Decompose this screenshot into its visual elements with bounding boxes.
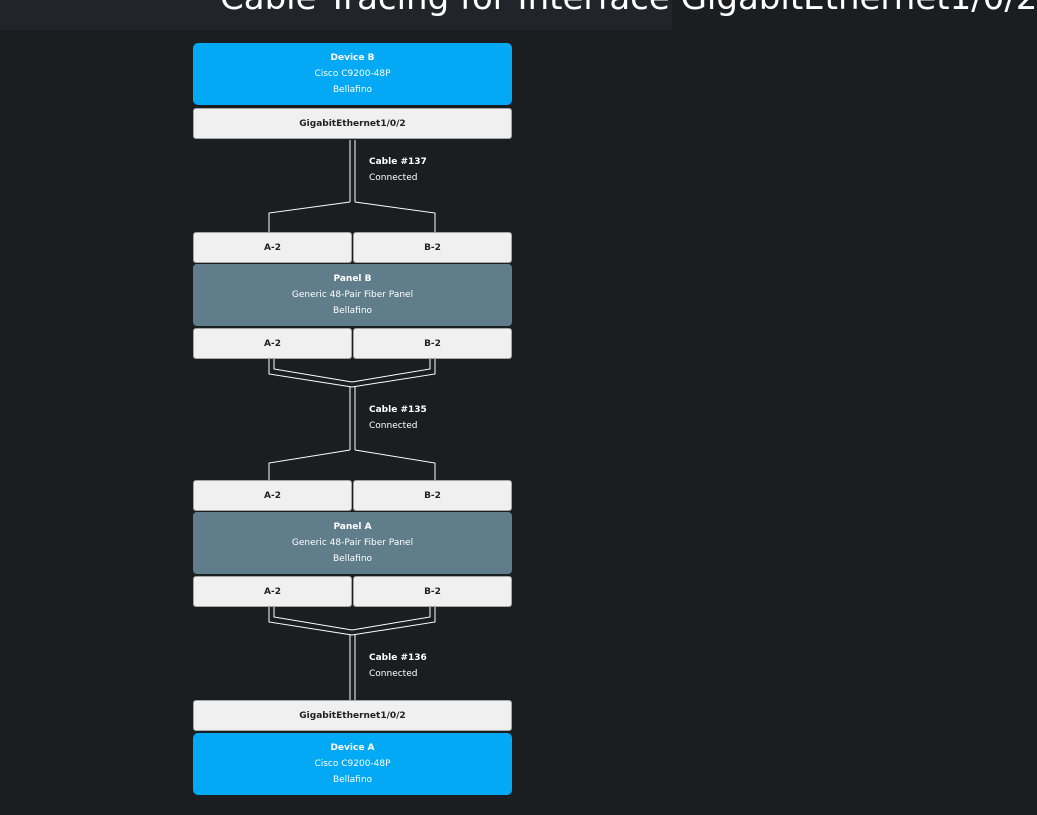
panel-a-front-port-b[interactable]: B-2 [353,480,512,511]
cable-135-label[interactable]: Cable #135 Connected [369,402,427,434]
cable-137-name[interactable]: Cable #137 [369,157,427,167]
panel-a-site[interactable]: Bellafino [332,554,373,564]
cable-136-label[interactable]: Cable #136 Connected [369,650,427,682]
panel-b-name[interactable]: Panel B [333,274,372,284]
cable-135-path[interactable] [268,387,436,480]
panel-b-site[interactable]: Bellafino [332,306,373,316]
panel-b-rear-fan [268,358,436,388]
cable-135-status: Connected [369,421,418,431]
page-header: Cable Tracing for Interface GigabitEther… [0,0,1037,30]
device-a-node[interactable]: Device A Cisco C9200-48P Bellafino [193,733,512,795]
panel-b-front-port-b[interactable]: B-2 [353,232,512,263]
panel-b-front-port-a[interactable]: A-2 [193,232,352,263]
device-a-site[interactable]: Bellafino [332,775,373,785]
device-b-site[interactable]: Bellafino [332,85,373,95]
panel-a-rear-port-a[interactable]: A-2 [193,576,352,607]
panel-a-node[interactable]: Panel A Generic 48-Pair Fiber Panel Bell… [193,512,512,574]
panel-b-rear-port-a[interactable]: A-2 [193,328,352,359]
panel-b-type: Generic 48-Pair Fiber Panel [291,290,414,300]
cable-136-name[interactable]: Cable #136 [369,653,427,663]
device-a-interface[interactable]: GigabitEthernet1/0/2 [193,700,512,731]
cable-137-status: Connected [369,173,418,183]
device-b-interface[interactable]: GigabitEthernet1/0/2 [193,108,512,139]
cable-137-path[interactable] [268,140,436,232]
panel-b-rear-port-b[interactable]: B-2 [353,328,512,359]
panel-a-front-port-a[interactable]: A-2 [193,480,352,511]
device-a-name[interactable]: Device A [330,743,375,753]
panel-b-node[interactable]: Panel B Generic 48-Pair Fiber Panel Bell… [193,264,512,326]
panel-a-name[interactable]: Panel A [333,522,372,532]
cable-136-status: Connected [369,669,418,679]
cable-136-path[interactable] [349,635,356,700]
panel-a-rear-port-b[interactable]: B-2 [353,576,512,607]
panel-a-type: Generic 48-Pair Fiber Panel [291,538,414,548]
panel-a-rear-fan [268,606,436,636]
cable-137-label[interactable]: Cable #137 Connected [369,154,427,186]
device-b-name[interactable]: Device B [330,53,375,63]
cable-lines [268,140,436,700]
cable-135-name[interactable]: Cable #135 [369,405,427,415]
device-b-model: Cisco C9200-48P [314,69,391,79]
device-b-node[interactable]: Device B Cisco C9200-48P Bellafino [193,43,512,105]
device-a-model: Cisco C9200-48P [314,759,391,769]
